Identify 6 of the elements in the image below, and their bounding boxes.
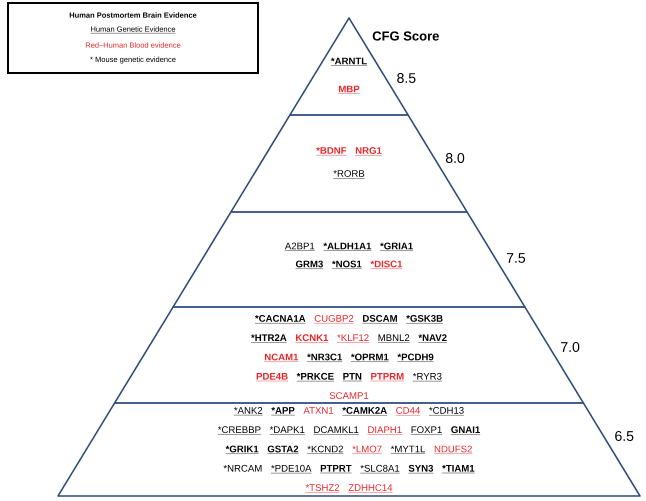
score-label: 7.0 [561, 342, 580, 352]
score-label: 7.5 [506, 253, 526, 263]
score-label: 6.5 [615, 431, 634, 441]
score-label: 8.5 [397, 73, 416, 83]
score-label: 8.0 [446, 153, 464, 163]
heading: CFG Score [372, 31, 439, 41]
